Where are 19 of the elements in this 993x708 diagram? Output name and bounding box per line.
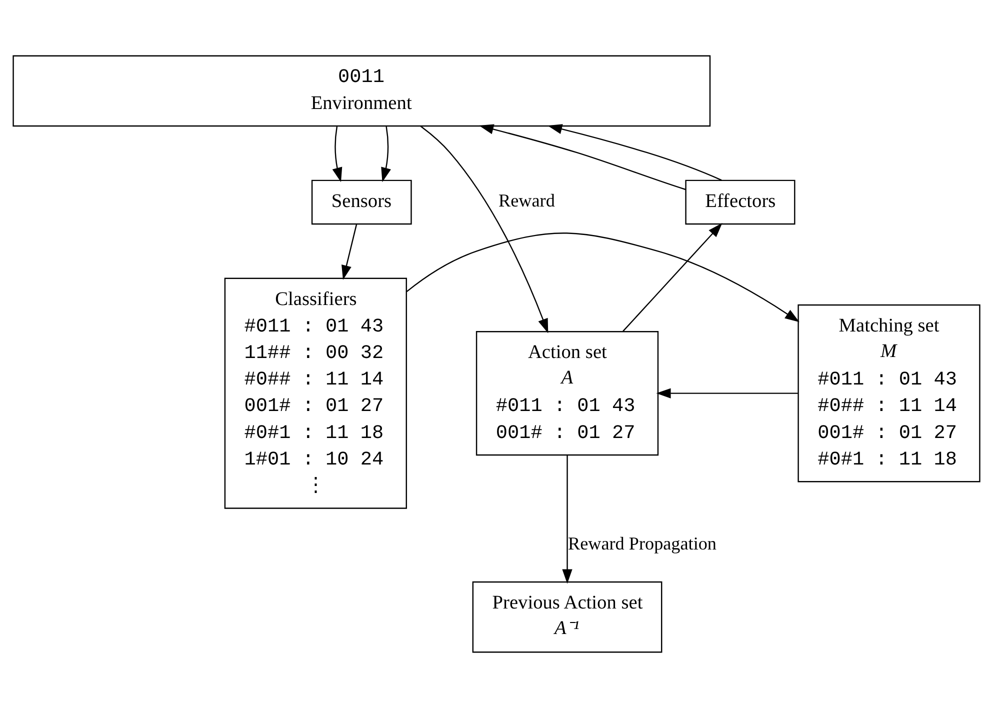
edge-label: Reward [498,190,555,210]
arrow [562,455,572,584]
node-box: 0011 Environment [12,55,711,127]
node-box: Sensors [311,180,412,225]
arrow [420,126,548,334]
node-box: Previous Action set A⁻¹ [472,581,662,653]
arrow [381,126,391,182]
edge-label: Reward Propagation [568,533,717,554]
node-box: Classifiers #011 : 01 43 11## : 00 32 #0## : 11 14 001# : 01 27 #0#1 : 11 18 1#01 : 10 24 ⋮ [224,278,407,509]
node-box: Matching set M #011 : 01 43 #0## : 11 14 001# : 01 27 #0#1 : 11 18 [798,304,980,482]
arrow [656,388,798,398]
arrow [548,124,722,181]
arrow [342,224,358,280]
arrow [479,124,686,190]
arrow [406,232,800,322]
node-box: Effectors [685,180,796,225]
node-box: Action set A #011 : 01 43 001# : 01 27 [476,331,659,456]
arrow [622,222,722,332]
arrow [332,126,342,182]
